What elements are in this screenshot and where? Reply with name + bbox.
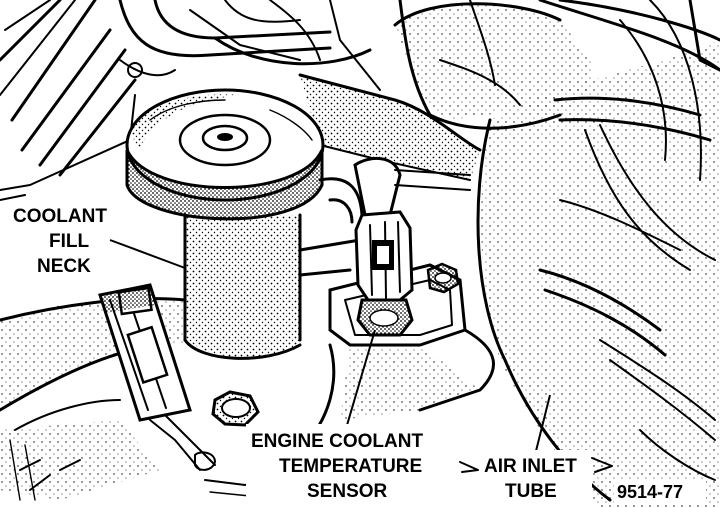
figure-reference: 9514-77 <box>614 480 706 504</box>
label-engine-coolant-sensor-line1: ENGINE COOLANT <box>251 431 423 452</box>
pointer-marks-left <box>459 461 479 473</box>
leader-lines <box>109 239 551 456</box>
label-engine-coolant-sensor: ENGINE COOLANT TEMPERATURE SENSOR <box>246 424 462 506</box>
label-air-inlet-tube-line1: AIR INLET <box>484 456 577 477</box>
leader-air-inlet-tube <box>534 394 551 456</box>
figure-reference-number: 9514-77 <box>617 482 683 502</box>
label-coolant-fill-neck-line1: COOLANT <box>13 206 107 227</box>
intake-duct <box>298 0 592 181</box>
coolant-temp-sensor-drawing <box>318 156 471 337</box>
upper-hose <box>118 0 381 91</box>
lower-radiator-hose <box>0 297 187 501</box>
label-engine-coolant-sensor-line2: TEMPERATURE <box>279 456 422 477</box>
label-coolant-fill-neck-line2: FILL <box>49 231 89 252</box>
pointer-marks-right <box>591 457 613 473</box>
label-coolant-fill-neck: COOLANT FILL NECK <box>13 206 107 277</box>
leader-coolant-fill-neck <box>109 239 186 269</box>
label-air-inlet-tube: AIR INLET TUBE <box>459 450 613 506</box>
grille <box>0 0 137 201</box>
coolant-fill-neck-drawing <box>125 88 325 360</box>
hose-clamp <box>98 283 216 471</box>
label-engine-coolant-sensor-line3: SENSOR <box>307 481 388 502</box>
label-air-inlet-tube-line2: TUBE <box>505 481 557 502</box>
leader-engine-coolant-sensor <box>344 329 376 433</box>
label-coolant-fill-neck-line3: NECK <box>37 256 91 277</box>
